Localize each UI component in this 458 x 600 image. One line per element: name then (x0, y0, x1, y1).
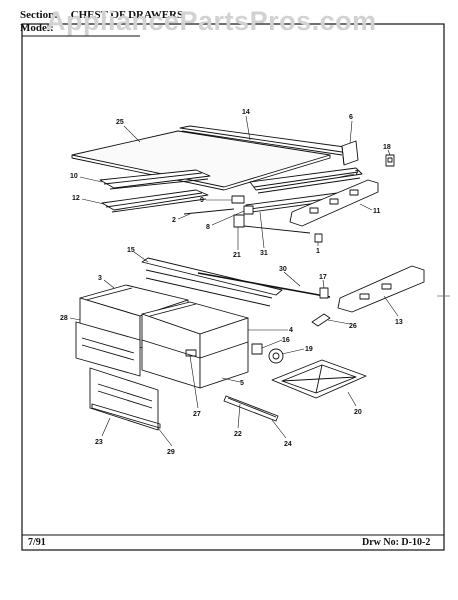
callout-29: 29 (167, 449, 175, 456)
callout-24: 24 (284, 441, 292, 448)
part-support-block (233, 214, 245, 228)
part-crisper-frame (141, 257, 283, 307)
callout-13: 13 (395, 319, 403, 326)
callout-2: 2 (172, 217, 176, 224)
callout-20: 20 (354, 409, 362, 416)
part-drawer-right-lower (141, 339, 249, 389)
callout-3: 3 (98, 275, 102, 282)
callout-1: 1 (316, 248, 320, 255)
part-small-bracket (231, 195, 245, 204)
callout-6: 6 (349, 114, 353, 121)
part-rod-long (197, 272, 331, 298)
callout-28: 28 (60, 315, 68, 322)
section-label: Section: (20, 9, 58, 21)
part-knob-19 (268, 348, 284, 364)
part-knob-16 (251, 343, 263, 355)
part-clip-17 (319, 287, 329, 299)
part-clip-center (243, 205, 254, 215)
part-side-bracket (289, 179, 379, 227)
callout-21: 21 (233, 252, 241, 259)
part-drawer-left-front (75, 321, 141, 377)
callout-12: 12 (72, 195, 80, 202)
part-corner-block (341, 140, 359, 166)
part-clip-small (314, 233, 323, 243)
callout-30: 30 (279, 266, 287, 273)
callout-22: 22 (234, 431, 242, 438)
callout-numbers: 14 25 6 18 10 12 7 11 9 8 2 21 31 1 15 3… (60, 109, 403, 456)
callout-10: 10 (70, 173, 78, 180)
callout-14: 14 (242, 109, 250, 116)
callout-8: 8 (206, 224, 210, 231)
part-right-bracket (337, 265, 425, 313)
model-label: Model: (20, 22, 54, 34)
part-right-rail (249, 167, 363, 194)
callout-25: 25 (116, 119, 124, 126)
callout-18: 18 (383, 144, 391, 151)
callout-27: 27 (193, 411, 201, 418)
part-clip-26 (311, 313, 331, 327)
callout-31: 31 (260, 250, 268, 257)
section-title: CHEST OF DRAWERS (70, 9, 184, 21)
footer-date: 7/91 (28, 537, 46, 548)
callout-leaders (69, 115, 399, 447)
drawing-number: Drw No: D-10-2 (362, 537, 431, 548)
callout-4: 4 (289, 327, 293, 334)
part-rod (183, 208, 311, 234)
part-tray (271, 359, 367, 399)
part-left-rail-lower (101, 189, 209, 213)
callout-15: 15 (127, 247, 135, 254)
callout-5: 5 (240, 380, 244, 387)
part-drawer-front-panel (89, 367, 161, 431)
callout-7: 7 (355, 170, 359, 177)
part-handle (223, 395, 279, 422)
part-clip-right (385, 154, 395, 167)
part-left-rail-upper (99, 169, 211, 190)
watermark: AppliancePartsPros.com (46, 6, 377, 36)
callout-26: 26 (349, 323, 357, 330)
callout-9: 9 (200, 197, 204, 204)
callout-11: 11 (373, 208, 381, 215)
callout-19: 19 (305, 346, 313, 353)
callout-23: 23 (95, 439, 103, 446)
part-drawer-right (141, 301, 249, 367)
callout-16: 16 (282, 337, 290, 344)
callout-17: 17 (319, 274, 327, 281)
